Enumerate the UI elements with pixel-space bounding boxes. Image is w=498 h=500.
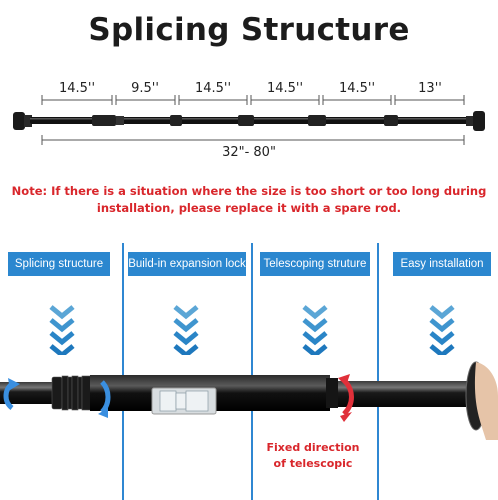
panel-divider-3: [377, 243, 379, 500]
segment-length-1: 14.5'': [58, 81, 96, 96]
note-line-1: Note: If there is a situation where the …: [11, 184, 487, 198]
segment-length-3: 14.5'': [194, 81, 232, 96]
rod-closeup-image: [0, 361, 498, 440]
chevron-down-icon: [429, 305, 455, 355]
chevron-down-icon: [49, 305, 75, 355]
panel-divider-2: [251, 243, 253, 500]
segment-length-2: 9.5'': [131, 81, 159, 96]
panel-divider-1: [122, 243, 124, 500]
note-line-2: installation, please replace it with a s…: [96, 201, 402, 215]
page-title: Splicing Structure: [88, 12, 410, 48]
chevron-down-icon: [173, 305, 199, 355]
feature-label-easy-installation: Easy installation: [393, 252, 491, 276]
fixed-direction-line-1: Fixed direction: [266, 441, 360, 454]
assembled-rod: [13, 111, 485, 131]
segment-brackets: [41, 95, 465, 145]
feature-label-splicing: Splicing structure: [8, 252, 110, 276]
feature-label-telescoping: Telescoping struture: [260, 252, 370, 276]
segment-length-6: 13'': [418, 81, 442, 96]
fixed-direction-line-2: of telescopic: [273, 457, 353, 470]
chevron-down-icon: [302, 305, 328, 355]
feature-label-expansion-lock: Build-in expansion lock: [128, 252, 246, 276]
rotate-arrow-icon: [3, 374, 354, 422]
rod-dimension-diagram: [13, 95, 485, 145]
fixed-direction-note: Fixed direction of telescopic: [258, 440, 368, 472]
segment-length-5: 14.5'': [338, 81, 376, 96]
segment-length-4: 14.5'': [266, 81, 304, 96]
total-length-range: 32"- 80": [222, 145, 276, 160]
